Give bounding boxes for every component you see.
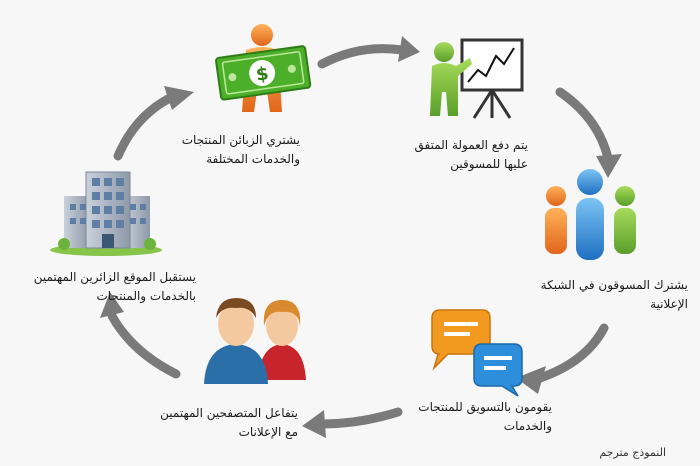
step-caption-buy-line1: يشتري الزبائن المنتجات: [181, 133, 300, 147]
step-caption-pay-line2: عليها للمسوقين: [450, 157, 528, 171]
arrow-interact-to-visitors: [107, 311, 181, 379]
step-caption-market-line2: والخدمات: [503, 419, 552, 433]
speech-bubbles-icon: [431, 309, 523, 397]
step-caption-visitors: يستقبل الموقع الزائرين المهتمين بالخدمات…: [34, 268, 196, 306]
arrow-market-to-interact: [317, 407, 403, 429]
buyer-with-money-icon: $: [215, 24, 312, 112]
money-symbol: $: [255, 63, 270, 86]
footer-note: النموذج مترجم: [599, 446, 666, 459]
arrow-pay-to-join: [555, 87, 613, 163]
step-caption-market: يقومون بالتسويق للمنتجات والخدمات: [418, 398, 552, 436]
step-caption-pay-line1: يتم دفع العمولة المتفق: [414, 138, 529, 152]
step-caption-interact: يتفاعل المتصفحين المهتمين مع الإعلانات: [160, 404, 298, 442]
step-caption-buy-line2: والخدمات المختلفة: [206, 152, 300, 166]
step-caption-market-line1: يقومون بالتسويق للمنتجات: [418, 400, 552, 414]
step-caption-interact-line2: مع الإعلانات: [238, 425, 298, 439]
step-caption-interact-line1: يتفاعل المتصفحين المهتمين: [160, 406, 298, 420]
step-caption-pay: يتم دفع العمولة المتفق عليها للمسوقين: [415, 136, 529, 174]
step-caption-buy: يشتري الزبائن المنتجات والخدمات المختلفة: [182, 131, 300, 169]
cycle-arrows: [107, 44, 613, 429]
arrow-join-to-market: [535, 323, 609, 383]
arrow-visitors-to-buy: [113, 91, 179, 161]
step-caption-join-line1: يشترك المسوقون في الشبكة: [540, 278, 688, 292]
office-building-icon: [50, 171, 162, 256]
marketers-group-icon: [545, 169, 636, 260]
step-caption-join-line2: الإعلانية: [650, 297, 688, 311]
arrow-buy-to-pay: [317, 44, 407, 69]
presenter-chart-icon: [430, 38, 524, 119]
arrow-heads: [100, 36, 622, 438]
users-pair-icon: [204, 298, 306, 384]
step-caption-join: يشترك المسوقون في الشبكة الإعلانية: [541, 276, 688, 314]
step-caption-visitors-line1: يستقبل الموقع الزائرين المهتمين: [33, 270, 196, 284]
step-caption-visitors-line2: بالخدمات والمنتجات: [96, 289, 196, 303]
